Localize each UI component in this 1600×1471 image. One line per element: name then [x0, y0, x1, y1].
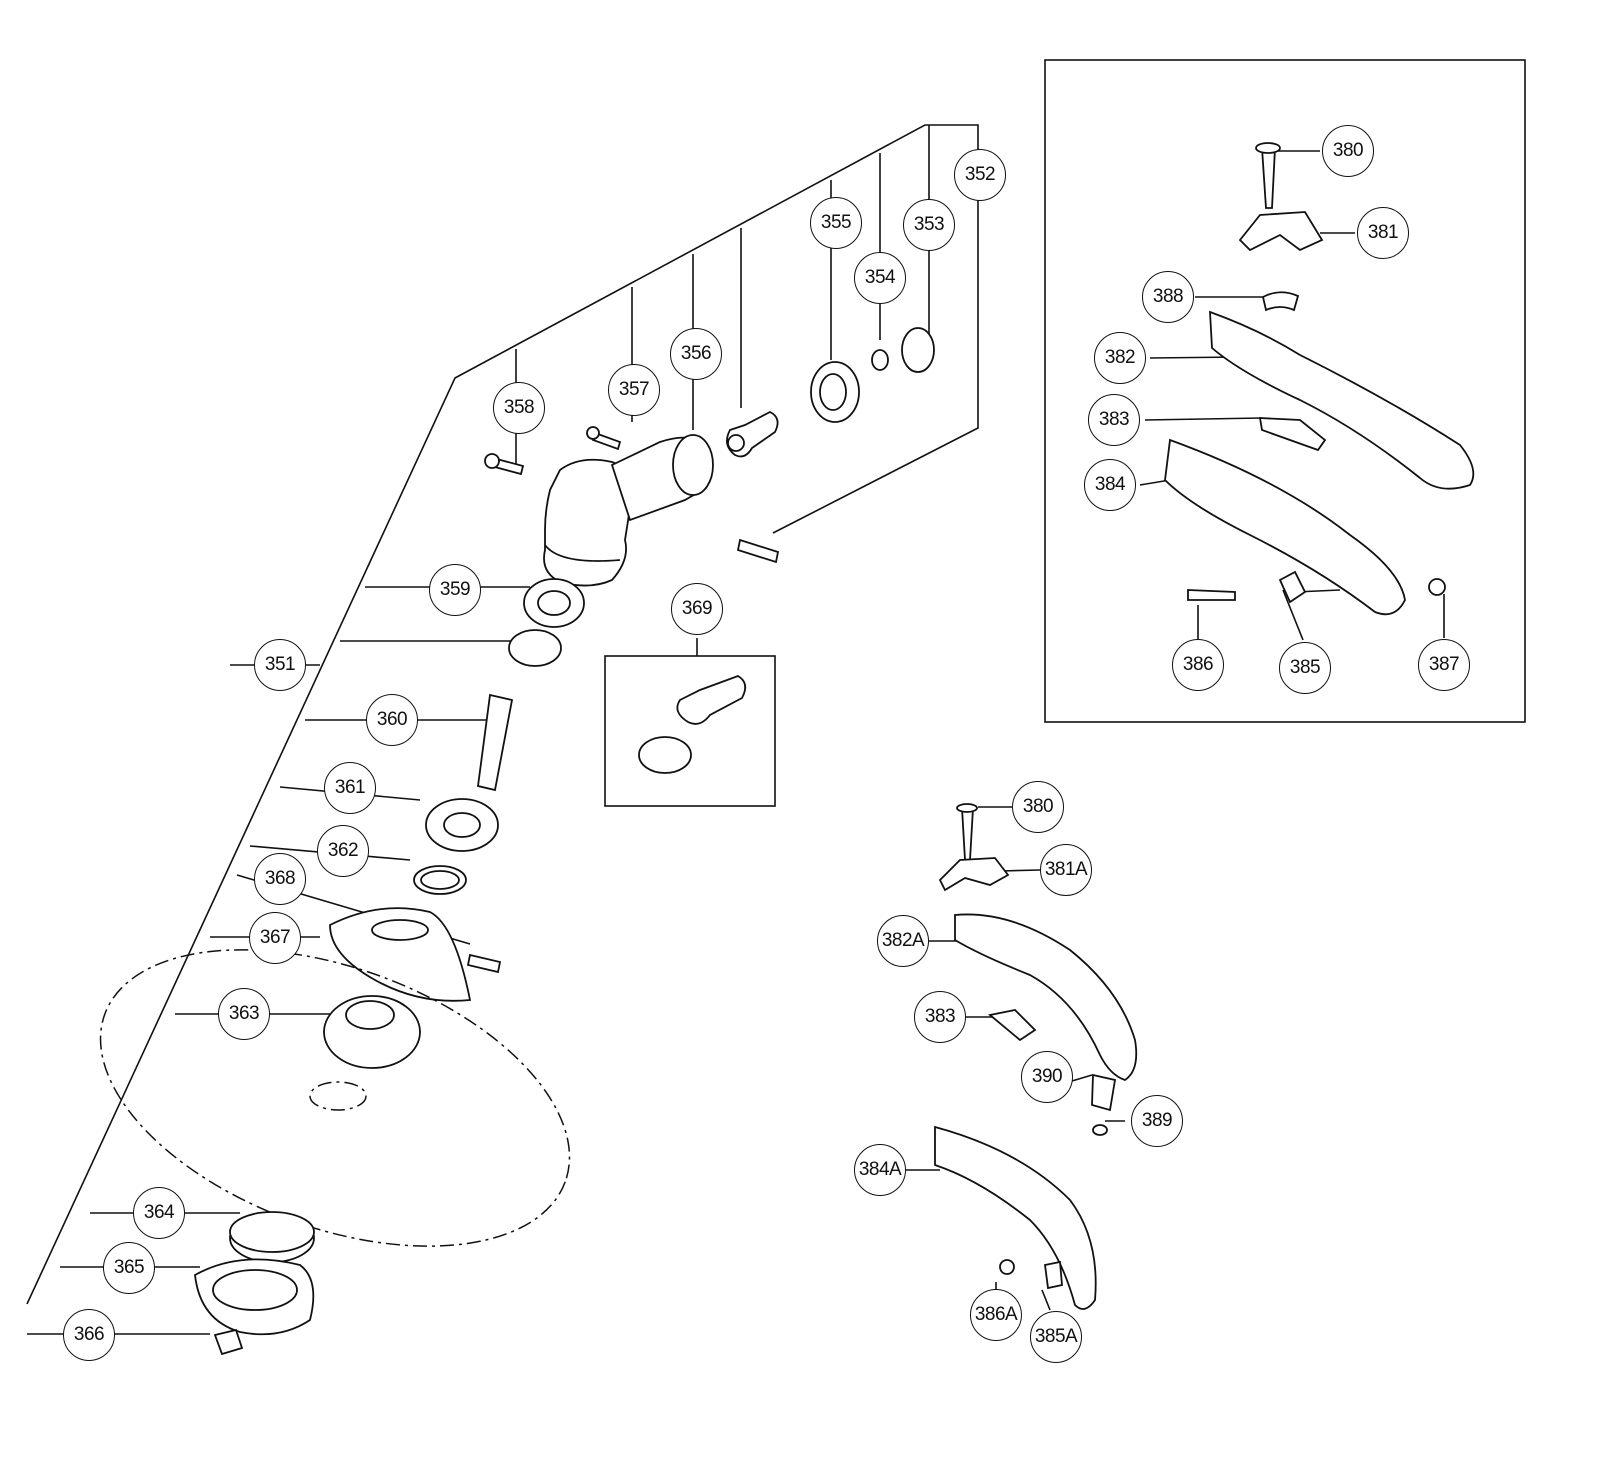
callout-383: 383: [1088, 394, 1140, 446]
callout-380-lower: 380: [1012, 781, 1064, 833]
callout-360: 360: [366, 694, 418, 746]
callout-382: 382: [1094, 332, 1146, 384]
callout-390: 390: [1021, 1051, 1073, 1103]
callout-369: 369: [671, 583, 723, 635]
callout-363: 363: [218, 988, 270, 1040]
callout-385: 385: [1279, 642, 1331, 694]
callout-355: 355: [810, 197, 862, 249]
callout-381: 381: [1357, 207, 1409, 259]
callout-385A: 385A: [1030, 1311, 1082, 1363]
callout-365: 365: [103, 1242, 155, 1294]
callout-356: 356: [670, 328, 722, 380]
callout-387: 387: [1418, 639, 1470, 691]
callout-366: 366: [63, 1309, 115, 1361]
callout-384: 384: [1084, 459, 1136, 511]
callout-368: 368: [254, 853, 306, 905]
guard-kit-a: [905, 803, 1138, 1311]
callout-362: 362: [317, 825, 369, 877]
callout-380: 380: [1322, 125, 1374, 177]
callout-354: 354: [854, 252, 906, 304]
callout-386A: 386A: [970, 1289, 1022, 1341]
guard-kit-inset: [1044, 59, 1526, 723]
callout-386: 386: [1172, 639, 1224, 691]
kit-369-box: [604, 638, 776, 807]
callout-357: 357: [608, 364, 660, 416]
callout-383-lower: 383: [914, 991, 966, 1043]
callout-367: 367: [249, 912, 301, 964]
callout-353: 353: [903, 199, 955, 251]
callout-361: 361: [324, 762, 376, 814]
callout-352: 352: [954, 149, 1006, 201]
callout-388: 388: [1142, 271, 1194, 323]
callout-364: 364: [133, 1187, 185, 1239]
gear-head-parts: [99, 327, 935, 1356]
callout-359: 359: [429, 564, 481, 616]
callout-358: 358: [493, 382, 545, 434]
callout-381A: 381A: [1040, 844, 1092, 896]
callout-351: 351: [254, 639, 306, 691]
callout-384A: 384A: [854, 1144, 906, 1196]
callout-382A: 382A: [877, 915, 929, 967]
callout-389: 389: [1131, 1095, 1183, 1147]
